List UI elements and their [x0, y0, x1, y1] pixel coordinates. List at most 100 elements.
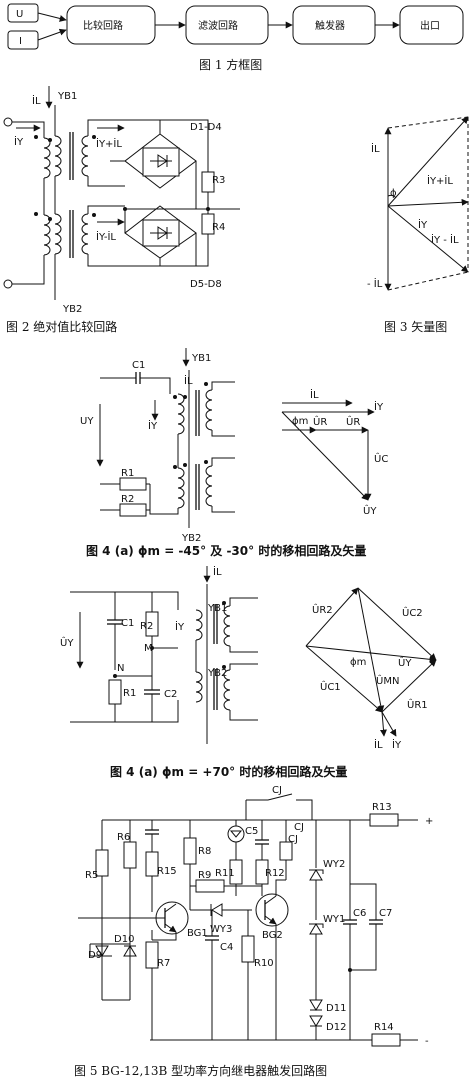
winding [43, 137, 51, 179]
v-phi-label: ϕ [390, 188, 397, 199]
wire [87, 205, 125, 214]
winding [54, 213, 62, 255]
wire [229, 646, 258, 653]
il-label: İL [184, 374, 193, 387]
r1-resistor [108, 679, 122, 705]
wire [140, 377, 171, 394]
minus-label: - [425, 1036, 429, 1047]
wy2-label: WY2 [323, 859, 345, 870]
c6-label: C6 [353, 908, 366, 919]
winding [43, 214, 51, 256]
winding [81, 135, 89, 177]
yb2-label: YB2 [62, 304, 82, 315]
v-sum-label: İY+İL [427, 174, 453, 187]
wy1-label: WY1 [323, 914, 345, 925]
m-label: M [144, 643, 153, 654]
wire [211, 381, 235, 390]
v-il-label: İL [374, 738, 383, 751]
d2-label: D5-D8 [190, 279, 222, 290]
c1-label: C1 [132, 360, 145, 371]
d10-label: D10 [114, 934, 134, 945]
sum-label: İY+İL [96, 137, 122, 150]
wire [211, 506, 235, 513]
v-uy-label: ÛY [398, 656, 412, 669]
winding [177, 467, 185, 509]
bridge-d1-d4 [124, 133, 197, 189]
winding [177, 393, 185, 435]
v-ur-label: ÛR [313, 415, 327, 428]
wy3-diode [211, 903, 223, 917]
r9-resistor [195, 879, 225, 893]
r15-label: R15 [157, 866, 177, 877]
r13-label: R13 [372, 802, 392, 813]
v-iy-label: İY [418, 218, 428, 231]
phi-arc [387, 194, 397, 199]
v-uy-label: ÛY [363, 504, 377, 517]
bg1-label: BG1 [187, 928, 208, 939]
fig4a-phase-shift-circuit: C1 UY İL YB1 YB2 İY R1 R2 [80, 348, 388, 558]
cj-contact [246, 793, 313, 820]
arrow-i [37, 28, 67, 41]
r14-label: R14 [374, 1022, 394, 1033]
guide-line [387, 271, 469, 291]
wire [160, 234, 209, 267]
wire [160, 119, 209, 172]
iy-label: İY [148, 419, 158, 432]
iy-label: İY [14, 135, 24, 148]
wy2-zener [309, 869, 323, 881]
yb1-label: YB1 [57, 91, 77, 102]
vec-uy [281, 411, 369, 501]
v-iy-label: İY [374, 400, 384, 413]
wire [211, 430, 235, 437]
guide-line [387, 116, 469, 129]
block-filter-label: 滤波回路 [198, 19, 238, 32]
v-ur2-label: ÛR2 [312, 603, 333, 616]
il-label: İL [213, 565, 222, 578]
c7-label: C7 [379, 908, 392, 919]
block-output [399, 5, 464, 45]
r1-label: R1 [121, 468, 134, 479]
il-label: İL [32, 94, 41, 107]
winding [205, 389, 213, 431]
fig1-block-diagram: U I 比较回路 滤波回路 触发器 出口 图 1 方框图 [7, 3, 464, 72]
winding [223, 669, 231, 711]
fig1-caption: 图 1 方框图 [199, 57, 262, 72]
block-compare-label: 比较回路 [83, 19, 123, 32]
wire [350, 924, 377, 971]
fig4a-caption: 图 4 (a) ϕm = -45° 及 -30° 时的移相回路及矢量 [86, 543, 366, 558]
bridge-d5-d8 [124, 205, 197, 259]
d10-diode [123, 945, 137, 957]
v-uc-label: ÛC [374, 452, 388, 465]
v-phi-label: ϕm [292, 416, 308, 427]
fig5-trigger-circuit: R13 + R14 - CJ R5 R6 R15 R8 [74, 785, 433, 1078]
wire [70, 591, 179, 610]
yb2-label: YB2 [181, 533, 201, 544]
v-il-label: İL [310, 388, 319, 401]
wire [152, 932, 177, 941]
v-ur2-label: ÛR [346, 415, 360, 428]
block-output-label: 出口 [420, 19, 440, 32]
v-iy-label: İY [392, 738, 402, 751]
r8-label: R8 [198, 846, 211, 857]
d12-diode [309, 1015, 323, 1027]
winding [54, 135, 62, 177]
v-diff-label: İY - İL [431, 233, 459, 246]
v-il-label: İL [371, 142, 380, 155]
v-uc2-label: ÛC2 [402, 606, 423, 619]
winding [195, 671, 203, 703]
r1-resistor [119, 477, 147, 491]
v-uc1-label: ÛC1 [320, 680, 341, 693]
terminal [3, 279, 13, 289]
r9-label: R9 [198, 870, 211, 881]
wire [87, 176, 125, 187]
vec-uc1 [305, 645, 383, 713]
r12-label: R12 [265, 868, 285, 879]
r10-label: R10 [254, 958, 274, 969]
wire [350, 883, 377, 920]
vec-il [379, 711, 387, 737]
r2-label: R2 [140, 621, 153, 632]
cj-label: CJ [272, 785, 282, 796]
winding [81, 213, 89, 255]
v-phi-label: ϕm [350, 657, 366, 668]
c1-label: C1 [121, 618, 134, 629]
